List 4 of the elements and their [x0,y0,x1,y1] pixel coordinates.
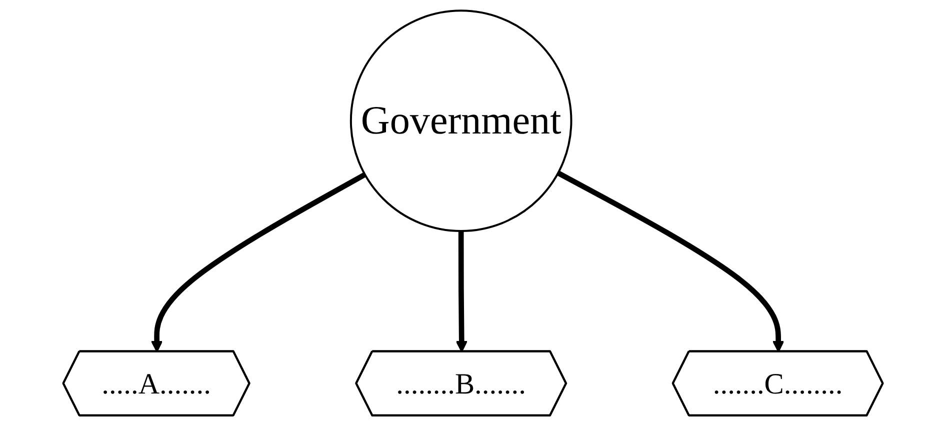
arrow [456,231,468,352]
node-circle: Government [350,10,572,232]
arrow [150,172,366,352]
arrow [556,170,784,352]
